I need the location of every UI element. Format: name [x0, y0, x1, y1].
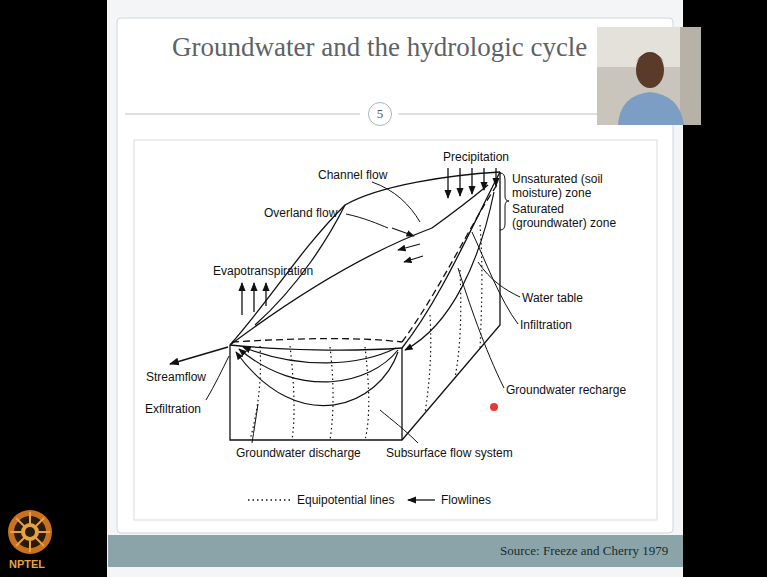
- legend-text: Flowlines: [441, 493, 491, 507]
- exfiltration-label: Exfiltration: [145, 402, 201, 416]
- discharge-label: Groundwater discharge: [236, 446, 361, 460]
- water-table-label: Water table: [522, 291, 583, 305]
- infiltration-label: Infiltration: [520, 318, 572, 332]
- precipitation-label: Precipitation: [443, 150, 509, 164]
- source-caption: Source: Freeze and Cherry 1979: [500, 544, 668, 558]
- page-number-circle: 5: [368, 102, 392, 126]
- logo-text: NPTEL: [9, 557, 45, 571]
- streamflow-label: Streamflow: [146, 370, 206, 384]
- slide-title: Groundwater and the hydrologic cycle: [172, 30, 587, 64]
- recharge-label: Groundwater recharge: [506, 383, 626, 397]
- legend-text: Equipotential lines: [297, 493, 394, 507]
- evapotranspiration-label: Evapotranspiration: [213, 264, 313, 278]
- flow-system-label: Subsurface flow system: [386, 446, 513, 460]
- page-number: 5: [377, 107, 384, 121]
- saturated-zone-label: Saturated (groundwater) zone: [512, 202, 630, 230]
- unsaturated-zone-label: Unsaturated (soil moisture) zone: [512, 172, 630, 200]
- overland-flow-label: Overland flow: [264, 206, 337, 220]
- channel-flow-label: Channel flow: [318, 168, 387, 182]
